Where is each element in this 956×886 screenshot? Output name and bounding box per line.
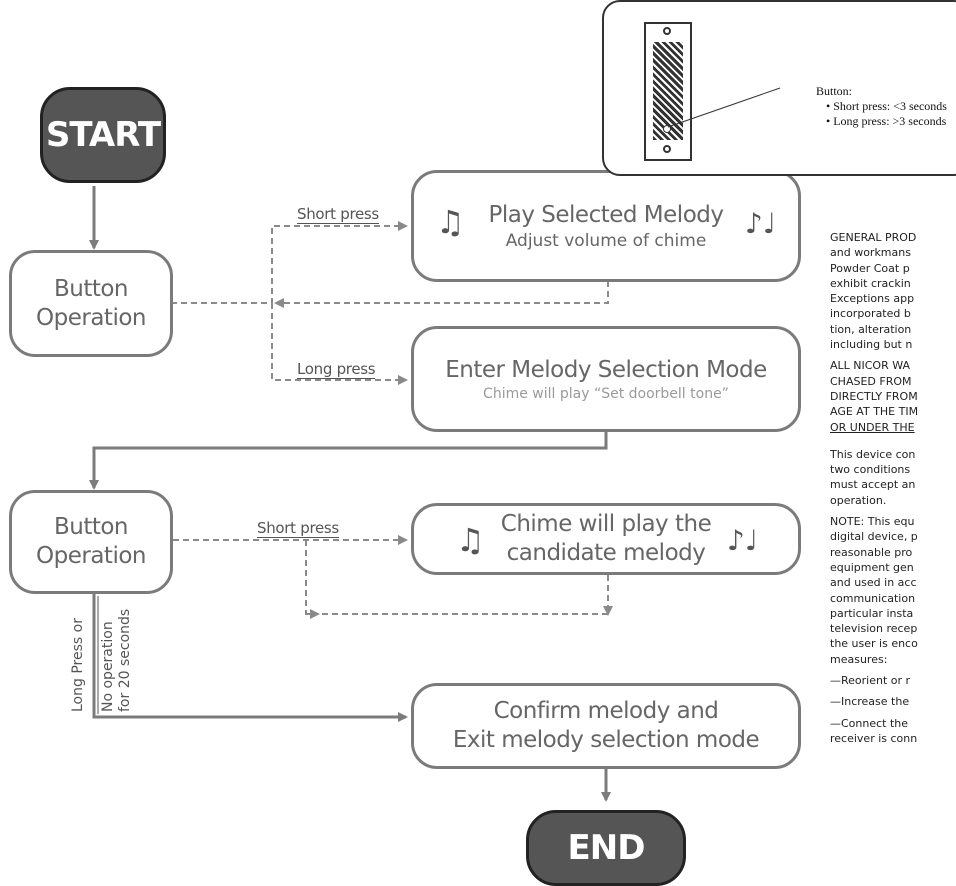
side-text-line: television recep bbox=[830, 622, 918, 636]
side-text-line: two conditions bbox=[830, 463, 911, 477]
no-operation-label: No operation bbox=[100, 621, 116, 712]
side-text-line: —Reorient or r bbox=[830, 674, 911, 688]
side-text-line: GENERAL PROD bbox=[830, 231, 917, 244]
short-press-label-1: Short press bbox=[297, 205, 379, 224]
play-melody-title: Play Selected Melody bbox=[488, 201, 724, 228]
candidate-line1: Chime will play the bbox=[500, 511, 712, 537]
arrow-long-press bbox=[271, 303, 408, 385]
music-note-icon: ♫ bbox=[436, 203, 465, 241]
screw-icon bbox=[663, 27, 671, 35]
side-text-line: tion, alteration bbox=[830, 322, 912, 336]
button-operation-line1: Button bbox=[53, 275, 129, 302]
device-inset: Button: • Short press: <3 seconds • Long… bbox=[602, 0, 956, 176]
button-legend-title: Button: bbox=[816, 84, 853, 98]
candidate-melody-node: Chime will play the candidate melody ♫ ♪… bbox=[411, 503, 801, 575]
melody-selection-subtitle: Chime will play “Set doorbell tone” bbox=[483, 385, 729, 402]
side-text-line: OR UNDER THE bbox=[830, 420, 915, 434]
arrow-selection-to-button bbox=[89, 432, 608, 490]
arrow-to-confirm bbox=[92, 594, 408, 722]
side-text-line: the user is enco bbox=[830, 637, 918, 651]
side-text-line: operation. bbox=[830, 493, 887, 507]
side-text-line: CHASED FROM bbox=[830, 374, 912, 388]
side-text-line: and used in acc bbox=[830, 576, 917, 590]
side-text-line: This device con bbox=[830, 447, 916, 461]
music-notes-icon: ♪♩ bbox=[726, 524, 758, 557]
end-node: END bbox=[526, 810, 686, 886]
short-press-legend: • Short press: <3 seconds bbox=[826, 99, 947, 113]
long-press-or-label: Long Press or bbox=[70, 618, 86, 712]
side-text-line: ALL NICOR WA bbox=[830, 359, 911, 373]
side-text-line: communication bbox=[830, 591, 916, 605]
side-text-line: including but n bbox=[830, 338, 913, 352]
side-text-line: exhibit crackin bbox=[830, 276, 911, 290]
screw-icon bbox=[663, 145, 671, 153]
arrow-short-press-1 bbox=[171, 221, 408, 304]
side-text-line: DIRECTLY FROM bbox=[830, 389, 918, 403]
button-operation-node-1: Button Operation bbox=[9, 250, 173, 357]
start-label: START bbox=[45, 115, 161, 155]
button-operation-line2: Operation bbox=[36, 304, 146, 331]
melody-selection-node: Enter Melody Selection Mode Chime will p… bbox=[411, 326, 801, 432]
short-press-label-2: Short press bbox=[257, 519, 339, 538]
side-text-line: equipment gen bbox=[830, 560, 914, 574]
side-text-line: Exceptions app bbox=[830, 292, 915, 306]
button-operation-line1: Button bbox=[53, 514, 129, 540]
button-operation-node-2: Button Operation bbox=[9, 490, 173, 594]
long-press-legend: • Long press: >3 seconds bbox=[826, 114, 947, 128]
doorbell-chime-plate bbox=[644, 22, 692, 161]
side-text-line: —Increase the bbox=[830, 695, 910, 709]
side-text-line: and workmans bbox=[830, 246, 911, 260]
start-node: START bbox=[40, 87, 166, 183]
play-melody-subtitle: Adjust volume of chime bbox=[505, 230, 707, 251]
arrow-return-1 bbox=[274, 281, 609, 308]
side-text-line: incorporated b bbox=[830, 307, 911, 321]
side-text-line: must accept an bbox=[830, 478, 916, 492]
button-operation-line2: Operation bbox=[36, 543, 146, 569]
music-note-icon: ♫ bbox=[456, 521, 485, 559]
side-text-line: AGE AT THE TIM bbox=[830, 405, 919, 419]
side-text-line: reasonable pro bbox=[830, 545, 913, 559]
label-divider bbox=[97, 596, 99, 714]
side-text-line: Powder Coat p bbox=[830, 261, 910, 275]
side-text-line: particular insta bbox=[830, 606, 914, 620]
music-notes-icon: ♪♩ bbox=[744, 207, 776, 240]
long-press-label: Long press bbox=[297, 360, 376, 379]
for-20-seconds-label: for 20 seconds bbox=[117, 608, 133, 712]
melody-selection-title: Enter Melody Selection Mode bbox=[445, 356, 767, 383]
side-text-line: receiver is conn bbox=[830, 731, 918, 745]
side-text-line: digital device, p bbox=[830, 530, 918, 544]
play-melody-node: Play Selected Melody Adjust volume of ch… bbox=[411, 170, 801, 282]
side-text-line: measures: bbox=[830, 652, 888, 666]
side-text-line: NOTE: This equ bbox=[830, 515, 915, 529]
confirm-line1: Confirm melody and bbox=[493, 698, 719, 724]
confirm-melody-node: Confirm melody and Exit melody selection… bbox=[411, 683, 801, 769]
button-icon bbox=[663, 125, 671, 133]
confirm-line2: Exit melody selection mode bbox=[452, 727, 760, 753]
end-label: END bbox=[567, 828, 646, 868]
candidate-line2: candidate melody bbox=[506, 540, 706, 566]
leader-line bbox=[667, 87, 781, 128]
button-legend: Button: • Short press: <3 seconds • Long… bbox=[816, 84, 947, 129]
side-text-line: —Connect the bbox=[830, 716, 909, 730]
